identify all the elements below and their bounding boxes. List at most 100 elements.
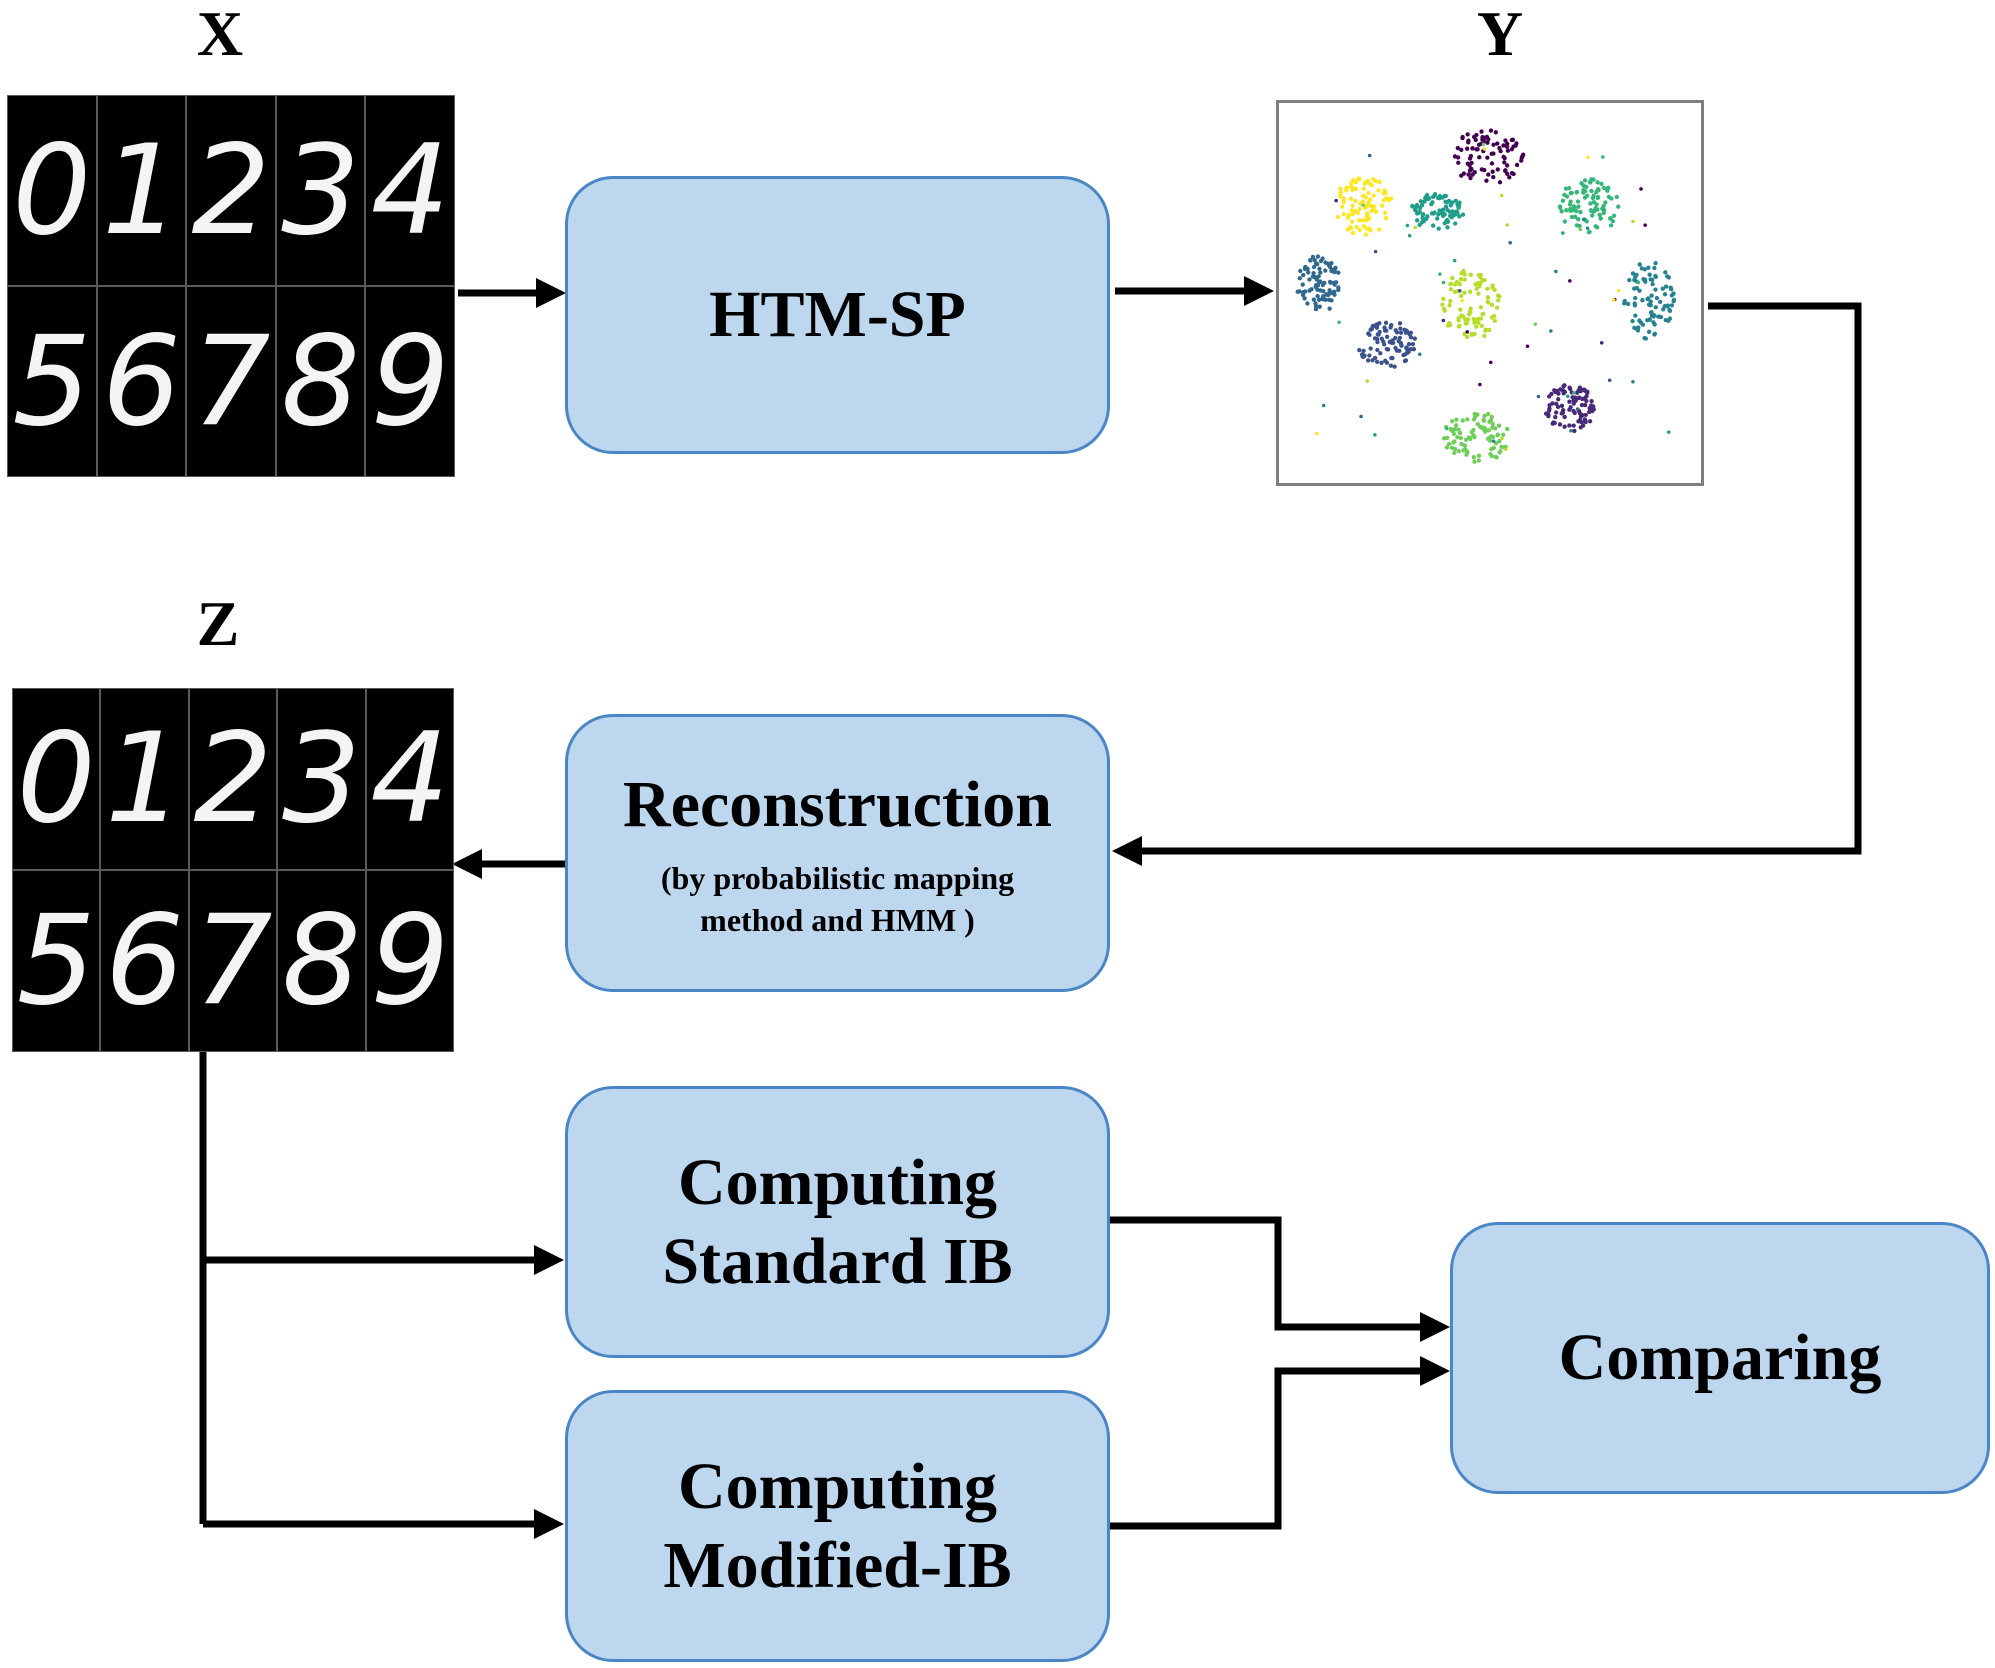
scatter-point — [1327, 288, 1332, 293]
scatter-point — [1413, 225, 1418, 230]
scatter-point — [1365, 213, 1370, 218]
scatter-point — [1335, 214, 1340, 220]
scatter-point — [1549, 391, 1554, 397]
scatter-point — [1480, 137, 1485, 142]
scatter-point — [1631, 380, 1635, 384]
scatter-point — [1567, 202, 1573, 207]
scatter-point — [1402, 358, 1408, 364]
scatter-point — [1660, 286, 1665, 291]
scatter-point — [1440, 209, 1445, 214]
scatter-point — [1481, 142, 1486, 147]
scatter-point — [1298, 268, 1303, 274]
scatter-point — [1350, 212, 1356, 217]
scatter-point — [1403, 352, 1408, 357]
scatter-point — [1413, 207, 1418, 213]
digit-cell: 8 — [277, 870, 366, 1052]
scatter-point — [1461, 448, 1466, 453]
scatter-point — [1450, 209, 1456, 214]
scatter-point — [1354, 224, 1359, 230]
scatter-point — [1432, 192, 1437, 198]
digit-cell: 5 — [7, 286, 97, 477]
scatter-point — [1643, 336, 1649, 341]
scatter-point — [1420, 212, 1426, 217]
reconstruction-subtitle-line2: method and HMM ) — [700, 901, 975, 938]
scatter-point — [1353, 198, 1358, 204]
scatter-point — [1462, 272, 1467, 277]
scatter-point — [1649, 293, 1654, 298]
scatter-point — [1365, 358, 1371, 363]
scatter-point — [1583, 412, 1588, 418]
scatter-point — [1578, 389, 1583, 394]
scatter-point — [1450, 275, 1455, 281]
scatter-point — [1332, 282, 1337, 287]
scatter-point — [1488, 417, 1494, 423]
scatter-point — [1558, 387, 1563, 392]
scatter-point — [1501, 143, 1506, 148]
htm-sp-box: HTM-SP — [565, 176, 1110, 454]
scatter-point — [1578, 227, 1582, 232]
scatter-point — [1671, 291, 1676, 296]
scatter-point — [1578, 210, 1583, 215]
scatter-point — [1511, 171, 1516, 177]
scatter-point — [1388, 325, 1393, 330]
scatter-point — [1582, 195, 1588, 200]
scatter-point — [1647, 272, 1652, 277]
scatter-point — [1411, 347, 1417, 352]
scatter-point — [1646, 265, 1651, 270]
scatter-point — [1633, 313, 1638, 318]
scatter-point — [1490, 169, 1495, 174]
scatter-point — [1349, 219, 1355, 224]
scatter-point — [1559, 411, 1564, 416]
scatter-point — [1370, 358, 1375, 363]
scatter-point — [1578, 414, 1584, 419]
scatter-point — [1467, 309, 1473, 314]
digit-cell: 6 — [96, 286, 187, 477]
scatter-point — [1465, 417, 1470, 422]
scatter-point — [1412, 336, 1417, 341]
scatter-point — [1371, 176, 1376, 182]
scatter-point — [1496, 423, 1502, 428]
arrowhead-modified-ib — [534, 1509, 564, 1539]
scatter-point — [1424, 192, 1430, 198]
scatter-point — [1586, 155, 1590, 160]
scatter-point — [1488, 128, 1494, 133]
scatter-point — [1519, 158, 1524, 163]
scatter-point — [1630, 271, 1636, 276]
digit-cell: 7 — [188, 870, 278, 1052]
scatter-point — [1357, 206, 1362, 212]
scatter-point — [1459, 313, 1464, 318]
scatter-point — [1421, 219, 1427, 224]
scatter-point — [1583, 402, 1588, 408]
scatter-point — [1574, 390, 1580, 395]
scatter-point — [1453, 423, 1459, 428]
scatter-point — [1492, 287, 1497, 293]
scatter-point — [1327, 306, 1332, 311]
scatter-point — [1375, 339, 1380, 345]
digit-cell: 0 — [7, 95, 97, 286]
scatter-point — [1490, 421, 1495, 427]
standard-ib-line2: Standard IB — [662, 1225, 1013, 1298]
scatter-point — [1393, 328, 1398, 333]
digit-cell: 2 — [188, 688, 278, 870]
scatter-point — [1493, 130, 1498, 135]
scatter-point — [1661, 307, 1666, 312]
scatter-point — [1572, 214, 1578, 219]
scatter-point — [1417, 352, 1422, 357]
modified-ib-box: Computing Modified-IB — [565, 1390, 1110, 1662]
scatter-point — [1595, 180, 1600, 185]
scatter-point — [1640, 298, 1645, 303]
scatter-point — [1338, 193, 1343, 199]
scatter-point — [1463, 321, 1468, 326]
scatter-point — [1373, 433, 1377, 437]
scatter-point — [1591, 209, 1596, 214]
scatter-point — [1315, 283, 1321, 288]
scatter-point — [1668, 285, 1673, 290]
scatter-point — [1560, 407, 1566, 413]
scatter-point — [1380, 203, 1385, 208]
scatter-point — [1324, 292, 1329, 297]
scatter-point — [1551, 420, 1556, 425]
scatter-point — [1361, 203, 1365, 207]
scatter-point — [1559, 209, 1564, 214]
scatter-point — [1505, 141, 1510, 146]
scatter-point — [1669, 303, 1675, 308]
